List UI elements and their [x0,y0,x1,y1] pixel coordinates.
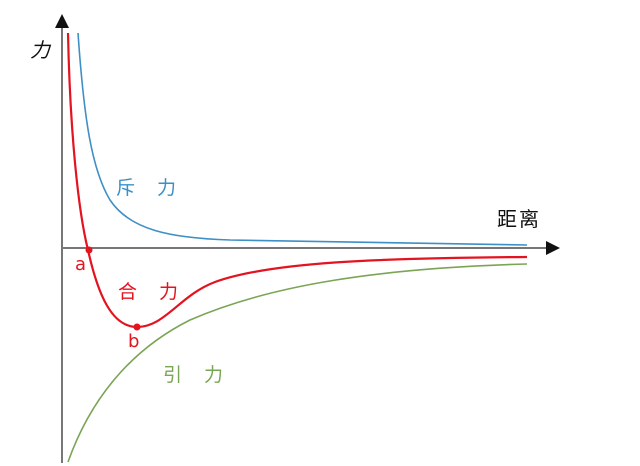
attraction-curve [67,263,528,463]
repulsion-label: 斥 力 [116,177,185,199]
x-axis-arrow-icon [546,241,560,255]
point-b-marker [133,323,141,331]
point-b-label: b [128,331,140,352]
point-a-label: a [75,254,87,275]
y-axis-arrow-icon [55,14,69,28]
attraction-label: 引 力 [163,364,232,386]
x-axis-label: 距离 [497,207,541,231]
point-a-marker [85,246,93,254]
y-axis-label: 力 [30,38,50,62]
repulsion-curve [77,32,528,246]
net-force-label: 合 力 [118,281,187,303]
net-force-curve [66,32,528,329]
